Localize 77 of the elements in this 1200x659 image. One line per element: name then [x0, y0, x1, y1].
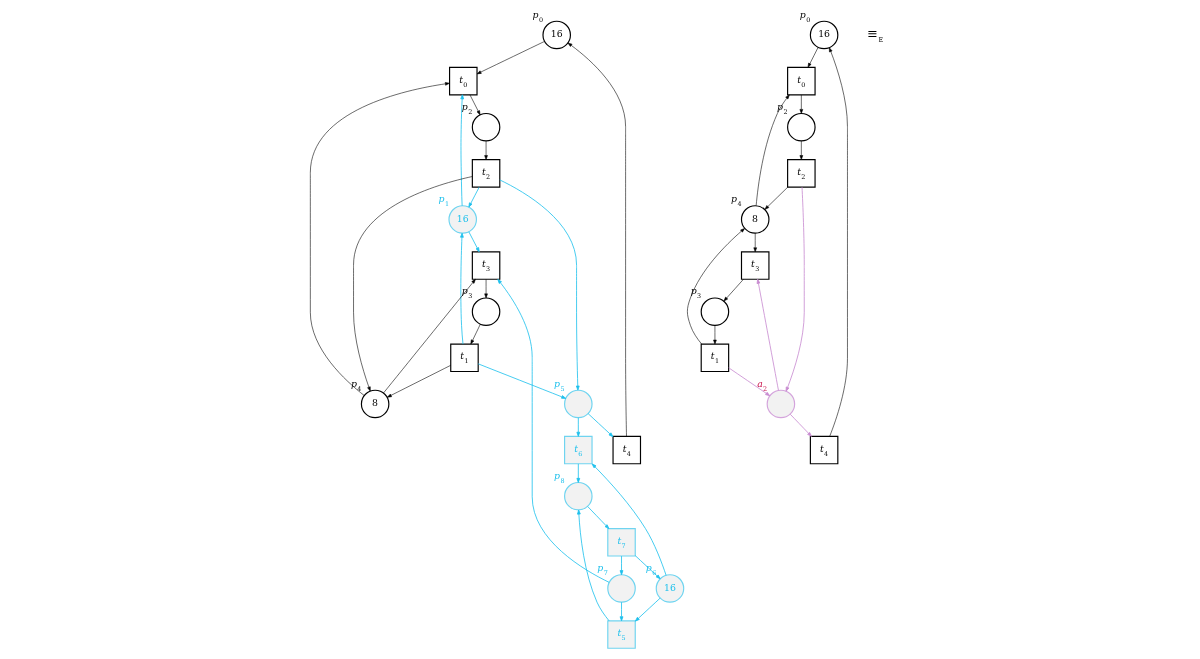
arrow: [619, 555, 623, 576]
arrow: [496, 279, 609, 583]
node-label: p$_{3}$: [690, 285, 701, 301]
arrow: [309, 82, 450, 396]
node-box: t$_{0}$: [448, 66, 478, 96]
arrow: [483, 140, 488, 160]
arrow: [785, 186, 805, 392]
node-label: p$_{4}$: [350, 377, 361, 393]
node-label: a$_{2}$: [756, 377, 767, 393]
arrow: [386, 365, 451, 398]
arrow: [459, 94, 464, 207]
node-label: p$_{6}$: [645, 562, 656, 578]
arrow: [591, 463, 666, 576]
node-box: t$_{1}$: [700, 343, 729, 373]
node-box: t$_{3}$: [740, 251, 770, 280]
arrow: [634, 555, 661, 580]
arrow: [807, 47, 818, 68]
arrow: [467, 186, 480, 208]
arrow: [828, 47, 848, 437]
arrow: [756, 278, 779, 391]
node-circle: [606, 574, 636, 603]
arrow: [755, 94, 790, 206]
node-label: p$_{0}$: [531, 8, 543, 24]
node-box: t$_{4}$: [809, 435, 838, 465]
arrow: [470, 324, 481, 345]
arrow: [567, 42, 627, 437]
arrow: [764, 186, 788, 210]
arrow: [576, 509, 609, 622]
node-label: p$_{2}$: [776, 100, 788, 116]
arrow: [727, 367, 770, 397]
arrow: [352, 176, 472, 392]
node-box: t$_{0}$: [786, 66, 816, 96]
arrow: [469, 94, 480, 116]
arrow: [712, 325, 717, 345]
arrow: [467, 231, 480, 253]
arrow: [587, 413, 613, 438]
arrow: [498, 179, 580, 391]
node-circle: 8: [360, 389, 389, 419]
node-box: t$_{4}$: [611, 435, 641, 465]
node-box: t$_{7}$: [606, 528, 636, 557]
arrow: [477, 363, 566, 399]
arrow: [619, 601, 623, 622]
node-box: t$_{6}$: [563, 435, 593, 465]
node-box: t$_{2}$: [786, 159, 816, 188]
node-label: p$_{4}$: [730, 193, 741, 209]
node-label: p$_{7}$: [596, 562, 608, 578]
arrow: [483, 279, 488, 299]
node-circle: 16: [447, 205, 477, 234]
arrow: [634, 597, 661, 622]
label: ≡$_{E}$: [866, 25, 883, 44]
arrow: [799, 140, 803, 160]
arrow: [686, 228, 745, 345]
arrow: [382, 279, 476, 394]
arrow: [723, 279, 744, 302]
node-box: t$_{2}$: [471, 159, 500, 188]
node-box: t$_{5}$: [606, 620, 636, 649]
node-circle: [563, 389, 593, 419]
arrow: [753, 233, 757, 253]
node-circle: [471, 297, 500, 326]
arrow: [799, 94, 803, 114]
node-label: p$_{2}$: [461, 100, 472, 116]
node-label: p$_{8}$: [553, 469, 565, 485]
node-circle: 16: [809, 20, 838, 50]
arrow: [575, 417, 580, 437]
arrow: [789, 413, 812, 437]
node-circle: [563, 481, 593, 511]
arrow: [459, 232, 464, 345]
node-label: p$_{0}$: [799, 8, 810, 24]
arrow: [476, 41, 545, 75]
node-box: t$_{3}$: [471, 251, 500, 280]
arrow: [586, 506, 609, 529]
node-label: p$_{1}$: [437, 193, 449, 209]
node-box: t$_{1}$: [449, 343, 479, 373]
node-label: p$_{5}$: [553, 377, 565, 393]
node-circle: [786, 112, 816, 142]
node-label: p$_{3}$: [461, 285, 472, 301]
arrow: [575, 463, 580, 483]
